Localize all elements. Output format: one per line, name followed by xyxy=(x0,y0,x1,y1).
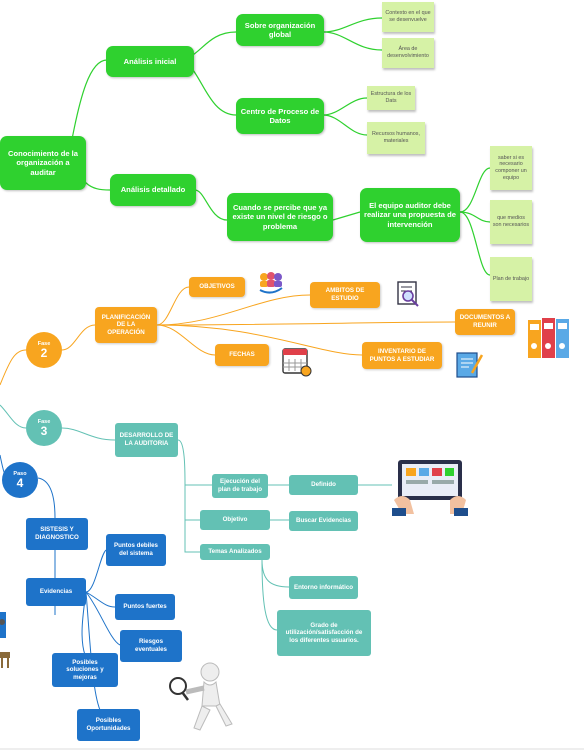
fase-2-label: Fase xyxy=(37,341,51,347)
note-que-medios: que medios son necesarios xyxy=(490,200,532,244)
paso-4-badge: Paso 4 xyxy=(2,462,38,498)
definido-node[interactable]: Definido xyxy=(289,475,358,495)
note-contexto: Contexto en el que se desenvuelve xyxy=(382,2,434,32)
note-plan: Plan de trabajo xyxy=(490,257,532,301)
analisis-inicial-node[interactable]: Análisis inicial xyxy=(106,46,194,77)
note-area: Área de desenvolvimiento xyxy=(382,38,434,68)
analisis-detallado-node[interactable]: Análisis detallado xyxy=(110,174,196,206)
puntos-debiles-node[interactable]: Puntos debiles del sistema xyxy=(106,534,166,566)
posibles-soluciones-node[interactable]: Posibles soluciones y mejoras xyxy=(52,653,118,687)
objetivos-node[interactable]: OBJETIVOS xyxy=(189,277,245,297)
desarrollo-node[interactable]: DESARROLLO DE LA AUDITORIA xyxy=(115,423,178,457)
inventario-node[interactable]: INVENTARIO DE PUNTOS A ESTUDIAR xyxy=(362,342,442,369)
riesgos-node[interactable]: Riesgos eventuales xyxy=(120,630,182,662)
report-icon xyxy=(456,352,484,378)
entorno-node[interactable]: Entorno informático xyxy=(289,576,358,599)
fechas-node[interactable]: FECHAS xyxy=(215,344,269,366)
tablet-icon xyxy=(392,460,468,516)
buscar-evidencias-node[interactable]: Buscar Evidencias xyxy=(289,511,358,531)
paso-4-label: Paso xyxy=(13,471,27,477)
fase-3-badge: Fase 3 xyxy=(26,410,62,446)
note-saber: saber si es necesario componer un equipo xyxy=(490,146,532,190)
team-icon xyxy=(259,272,283,294)
evidencias-node[interactable]: Evidencias xyxy=(26,578,86,606)
cuando-percibe-node[interactable]: Cuando se percibe que ya existe un nivel… xyxy=(227,193,333,241)
note-estructura: Estructura de los Dats xyxy=(367,86,415,110)
puntos-fuertes-node[interactable]: Puntos fuertes xyxy=(115,594,175,620)
calendar-icon xyxy=(282,348,312,377)
ambitos-node[interactable]: AMBITOS DE ESTUDIO xyxy=(310,282,380,308)
binders-icon xyxy=(528,318,569,358)
root-node[interactable]: Conocimiento de la organización a audita… xyxy=(0,136,86,190)
centro-proceso-node[interactable]: Centro de Proceso de Datos xyxy=(236,98,324,134)
temas-node[interactable]: Temas Analizados xyxy=(200,544,270,560)
grado-node[interactable]: Grado de utilización/satisfacción de los… xyxy=(277,610,371,656)
documentos-node[interactable]: DOCUMENTOS A REUNIR xyxy=(455,309,515,335)
magnifier-figure-icon xyxy=(169,662,233,731)
fase-2-number: 2 xyxy=(40,346,48,360)
objetivo-node[interactable]: Objetivo xyxy=(200,510,270,530)
paso-4-number: 4 xyxy=(16,476,24,490)
fase-3-number: 3 xyxy=(40,424,48,438)
ejecucion-node[interactable]: Ejecución del plan de trabajo xyxy=(212,474,268,498)
equipo-auditor-node[interactable]: El equipo auditor debe realizar una prop… xyxy=(360,188,460,242)
note-recursos: Recursos humanos, materiales xyxy=(367,122,425,154)
partial-person-icon xyxy=(0,612,10,668)
search-document-icon xyxy=(397,281,419,307)
sobre-organizacion-node[interactable]: Sobre organización global xyxy=(236,14,324,46)
sintesis-node[interactable]: SISTESIS Y DIAGNOSTICO xyxy=(26,518,88,550)
planificacion-node[interactable]: PLANIFICACIÓN DE LA OPERACIÓN xyxy=(95,307,157,343)
fase-2-badge: Fase 2 xyxy=(26,332,62,368)
posibles-oportunidades-node[interactable]: Posibles Oportunidades xyxy=(77,709,140,741)
fase-3-label: Fase xyxy=(37,419,51,425)
